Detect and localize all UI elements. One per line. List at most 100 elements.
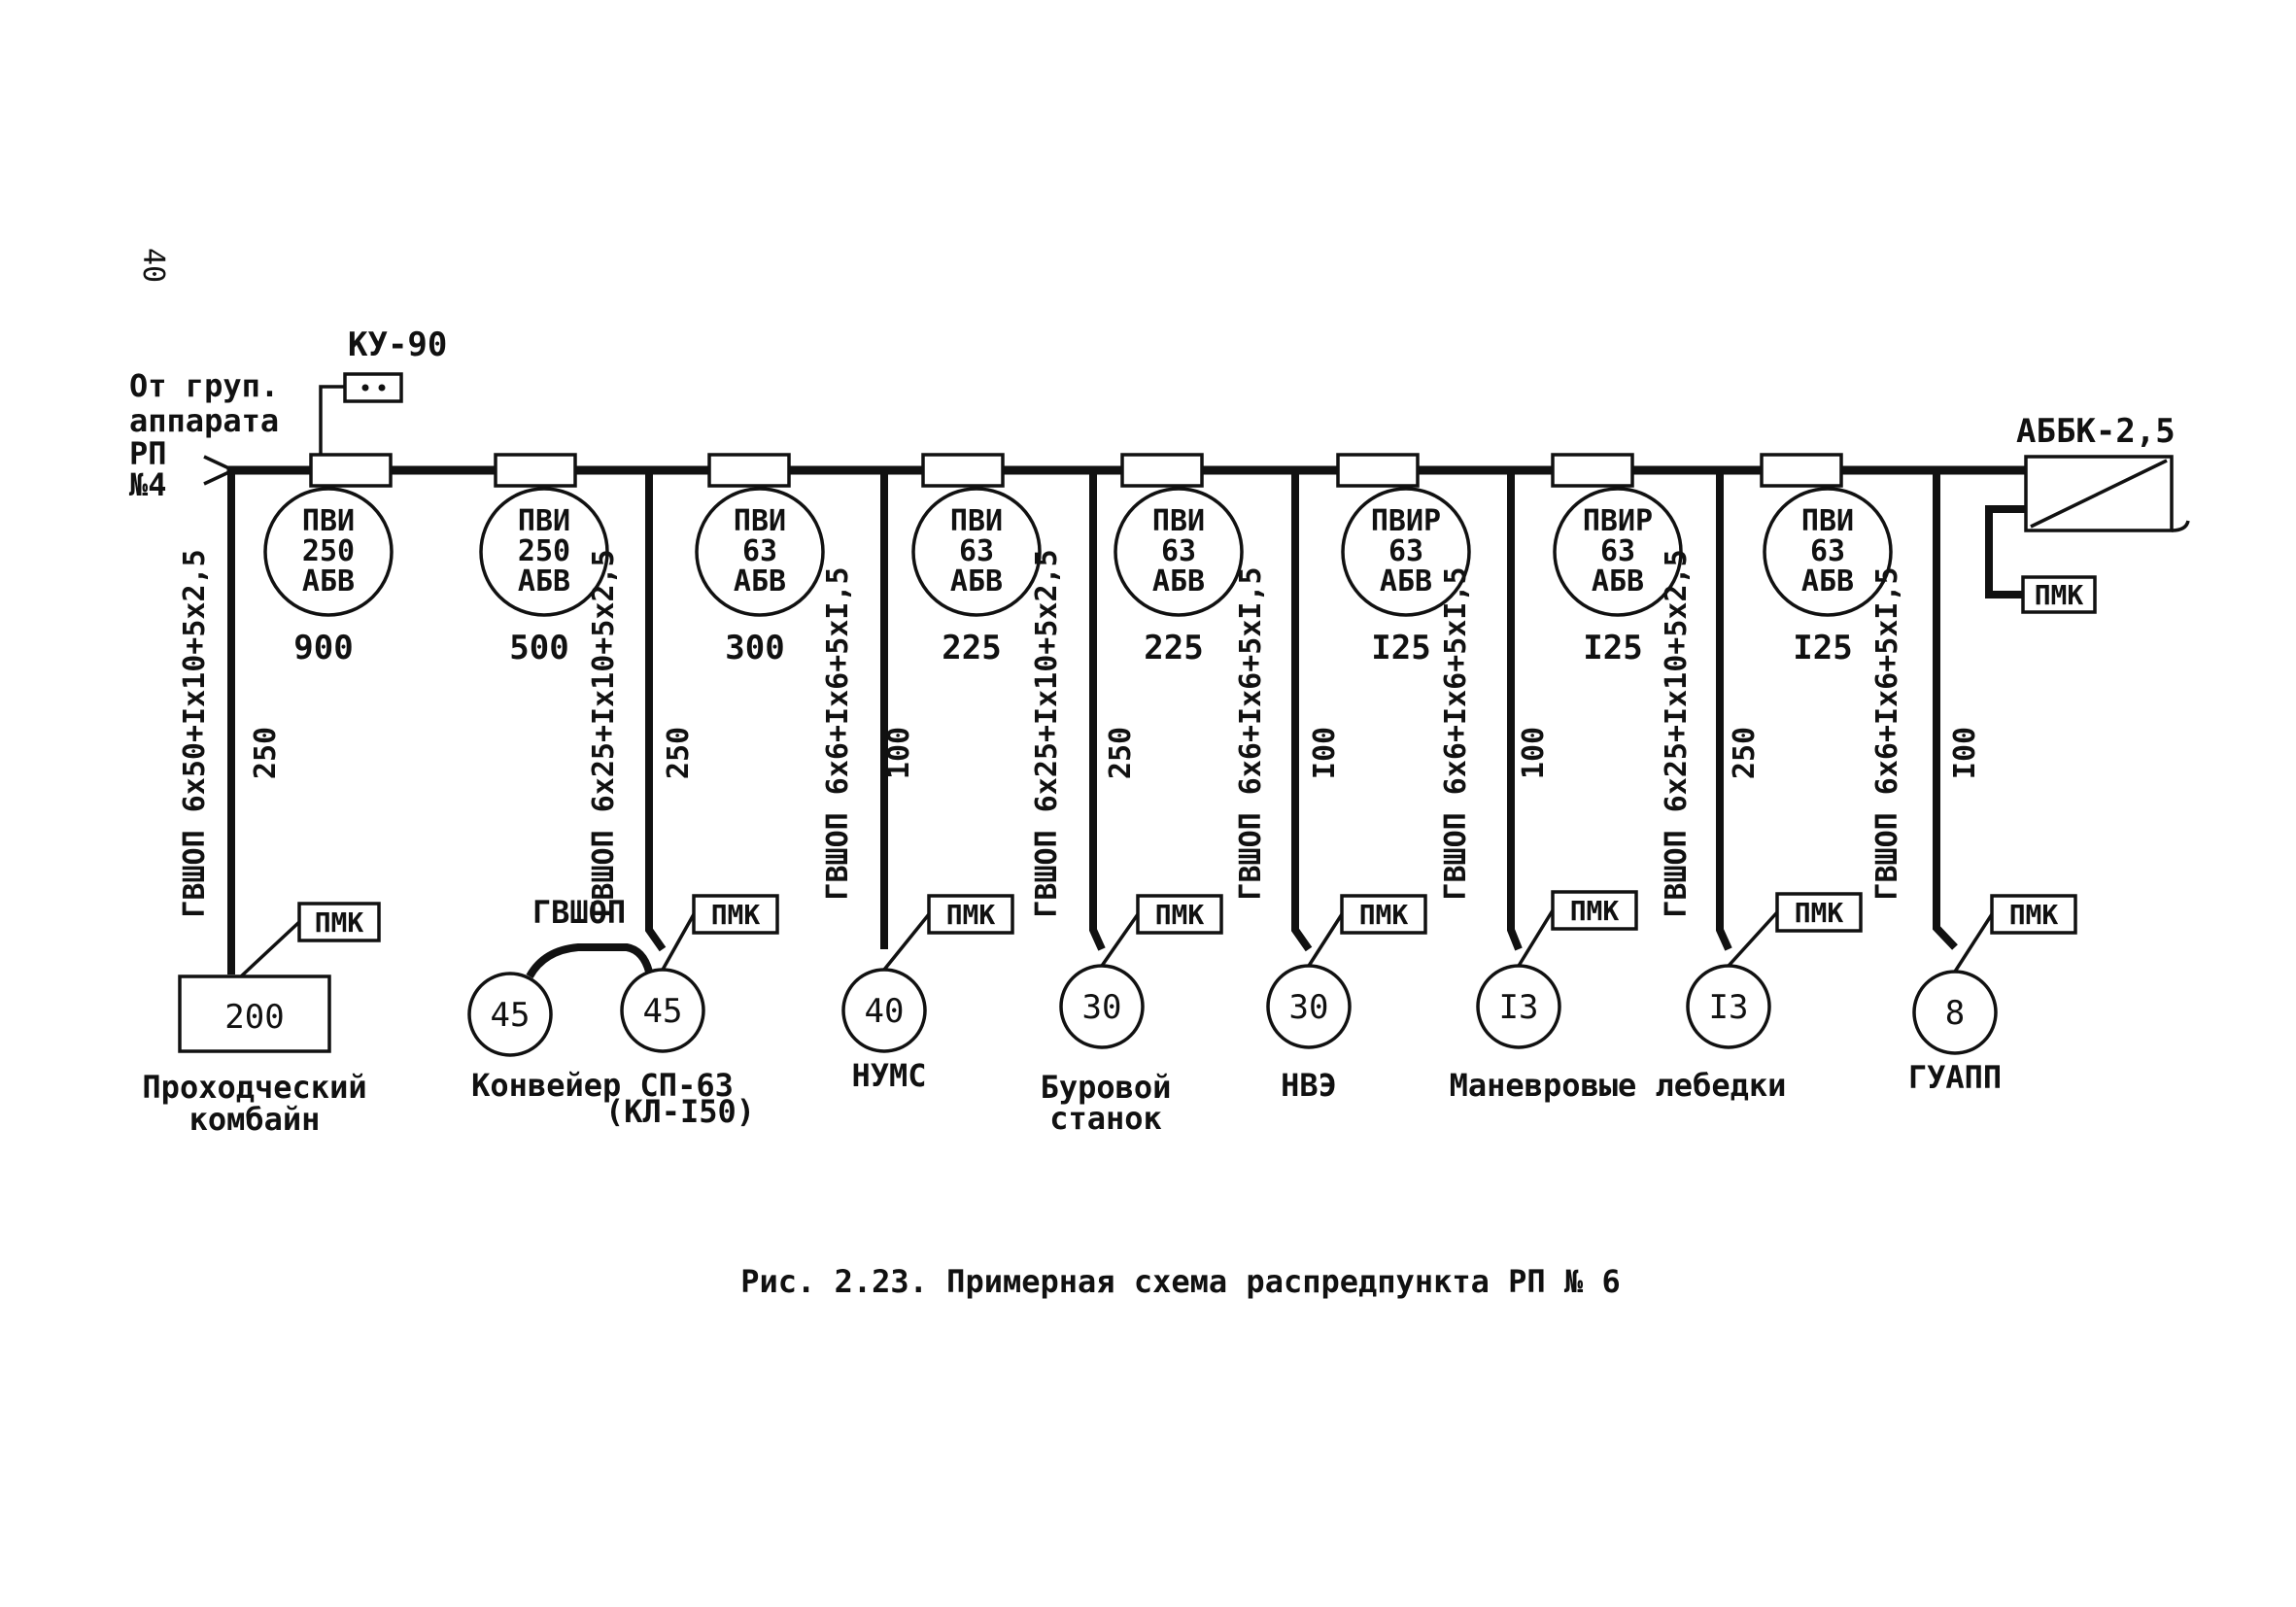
cable-spec-3: ГВШОП 6x6+Ix6+5xI,5: [821, 566, 855, 900]
group-cable-label: ГВШОП: [532, 894, 626, 931]
source-line-1: От груп.: [129, 367, 279, 404]
switch-label-4-2: 63: [959, 534, 994, 568]
pmk-link-2: [661, 913, 696, 971]
pmk-label-6: ПМК: [1570, 895, 1620, 927]
consumer-label-2-2: (КЛ-I50): [605, 1093, 755, 1130]
motor-circle-8: [1912, 970, 1998, 1055]
cable-spec-6: ГВШОП 6x6+Ix6+5xI,5: [1439, 566, 1473, 900]
motor-circle-5: [1266, 964, 1352, 1049]
feeder-cable-line-4: [1089, 470, 1106, 951]
pmk-box-1: [297, 902, 381, 942]
cable-length-5: I00: [1308, 727, 1342, 779]
pmk-label-5: ПМК: [1359, 899, 1409, 931]
pmk-box-8: [1990, 894, 2077, 935]
abbk-pmk-label: ПМК: [2035, 579, 2084, 611]
motor-circle-2: [620, 968, 705, 1053]
consumer-label-1-2: комбайн: [189, 1101, 321, 1138]
current-rating-5: 225: [1144, 629, 1203, 667]
consumer-label-1-1: Проходческий: [142, 1069, 366, 1106]
switch-label-1-2: 250: [302, 534, 355, 568]
cable-length-1: 250: [249, 727, 283, 779]
consumer-label-5-1: НВЭ: [1281, 1067, 1337, 1104]
switch-circle-6: [1341, 487, 1471, 617]
pmk-label-3: ПМК: [946, 899, 996, 931]
cable-length-7: 250: [1728, 727, 1762, 779]
switch-label-6-2: 63: [1388, 534, 1423, 568]
switch-circle-8: [1763, 487, 1893, 617]
consumer-label-4-1: Буровой: [1041, 1069, 1172, 1106]
abbk-diagonal: [2030, 459, 2168, 529]
abbk-tail: [2171, 520, 2190, 532]
current-rating-3: 300: [725, 629, 784, 667]
pmk-label-4: ПМК: [1155, 899, 1205, 931]
source-line-4: №4: [129, 466, 167, 503]
cable-spec-1: ГВШОП 6x50+Ix10+5x2,5: [178, 549, 212, 917]
motor-power-8: 8: [1945, 994, 1965, 1033]
switch-label-5-1: ПВИ: [1152, 504, 1205, 538]
pmk-link-4: [1100, 912, 1140, 968]
motor-power-2: 45: [643, 992, 683, 1031]
feeder-cable-line-8: [1933, 470, 1958, 950]
motor-power-4: 30: [1082, 988, 1122, 1027]
switch-label-7-2: 63: [1600, 534, 1635, 568]
ku-90-box: [343, 372, 403, 403]
pmk-box-5: [1340, 894, 1427, 935]
motor-circle-4: [1059, 964, 1145, 1049]
source-label: От груп. аппарата РП №4: [129, 367, 279, 503]
switch-label-3-3: АБВ: [734, 564, 786, 598]
conveyor-link-cable: [526, 943, 653, 979]
switch-label-7-3: АБВ: [1592, 564, 1644, 598]
page-number: 40: [136, 248, 170, 283]
pmk-label-7: ПМК: [1795, 897, 1844, 929]
cable-length-6: 100: [1517, 727, 1551, 779]
switch-label-3-2: 63: [742, 534, 777, 568]
pmk-link-1: [239, 920, 301, 978]
switch-label-1-1: ПВИ: [302, 504, 355, 538]
motor-circle-3: [841, 968, 927, 1053]
motor-power-3: 40: [865, 992, 905, 1031]
cable-length-8: I00: [1948, 727, 1982, 779]
switch-label-2-2: 250: [518, 534, 570, 568]
switch-label-8-1: ПВИ: [1801, 504, 1854, 538]
cable-spec-8: ГВШОП 6x6+Ix6+5xI,5: [1870, 566, 1904, 900]
consumer-label-3-1: НУМС: [851, 1057, 926, 1094]
pmk-box-2: [692, 894, 779, 935]
feeder-cable-line-2: [645, 470, 667, 952]
motor-power-6: I3: [1499, 988, 1539, 1027]
pmk-box-6: [1551, 890, 1638, 931]
pmk-box-7: [1775, 892, 1863, 933]
motor-circle-6: [1476, 964, 1561, 1049]
switch-circle-3: [695, 487, 825, 617]
switch-label-7-1: ПВИР: [1583, 504, 1653, 538]
pmk-box-4: [1136, 894, 1223, 935]
current-rating-7: I25: [1583, 629, 1642, 667]
abbk-lead: [1985, 505, 2026, 598]
feeder-cable-line-7: [1716, 470, 1732, 951]
ku-90-lead: [319, 385, 345, 457]
cable-length-4: 250: [1104, 727, 1138, 779]
motor-circle-7: [1686, 964, 1771, 1049]
pmk-link-7: [1727, 910, 1779, 968]
cable-length-2: 250: [662, 727, 696, 779]
switch-label-8-2: 63: [1810, 534, 1845, 568]
current-rating-8: I25: [1793, 629, 1852, 667]
current-rating-2: 500: [509, 629, 568, 667]
pmk-link-6: [1517, 909, 1555, 967]
switch-circle-5: [1114, 487, 1244, 617]
cable-spec-2: ГВШОП 6x25+Ix10+5x2,5: [587, 549, 621, 917]
breaker-3: [707, 453, 791, 488]
combine-box: [178, 974, 331, 1053]
source-line-3: РП: [129, 435, 167, 472]
motor-circle-2b: [467, 972, 553, 1057]
feeder-cable-line-6: [1507, 470, 1523, 951]
pmk-label-1: ПМК: [315, 906, 364, 939]
cable-spec-4: ГВШОП 6x25+Ix10+5x2,5: [1030, 549, 1064, 917]
abbk-pmk-box: [2021, 575, 2097, 614]
feeder-cable-line-5: [1291, 470, 1313, 952]
breaker-2: [494, 453, 577, 488]
